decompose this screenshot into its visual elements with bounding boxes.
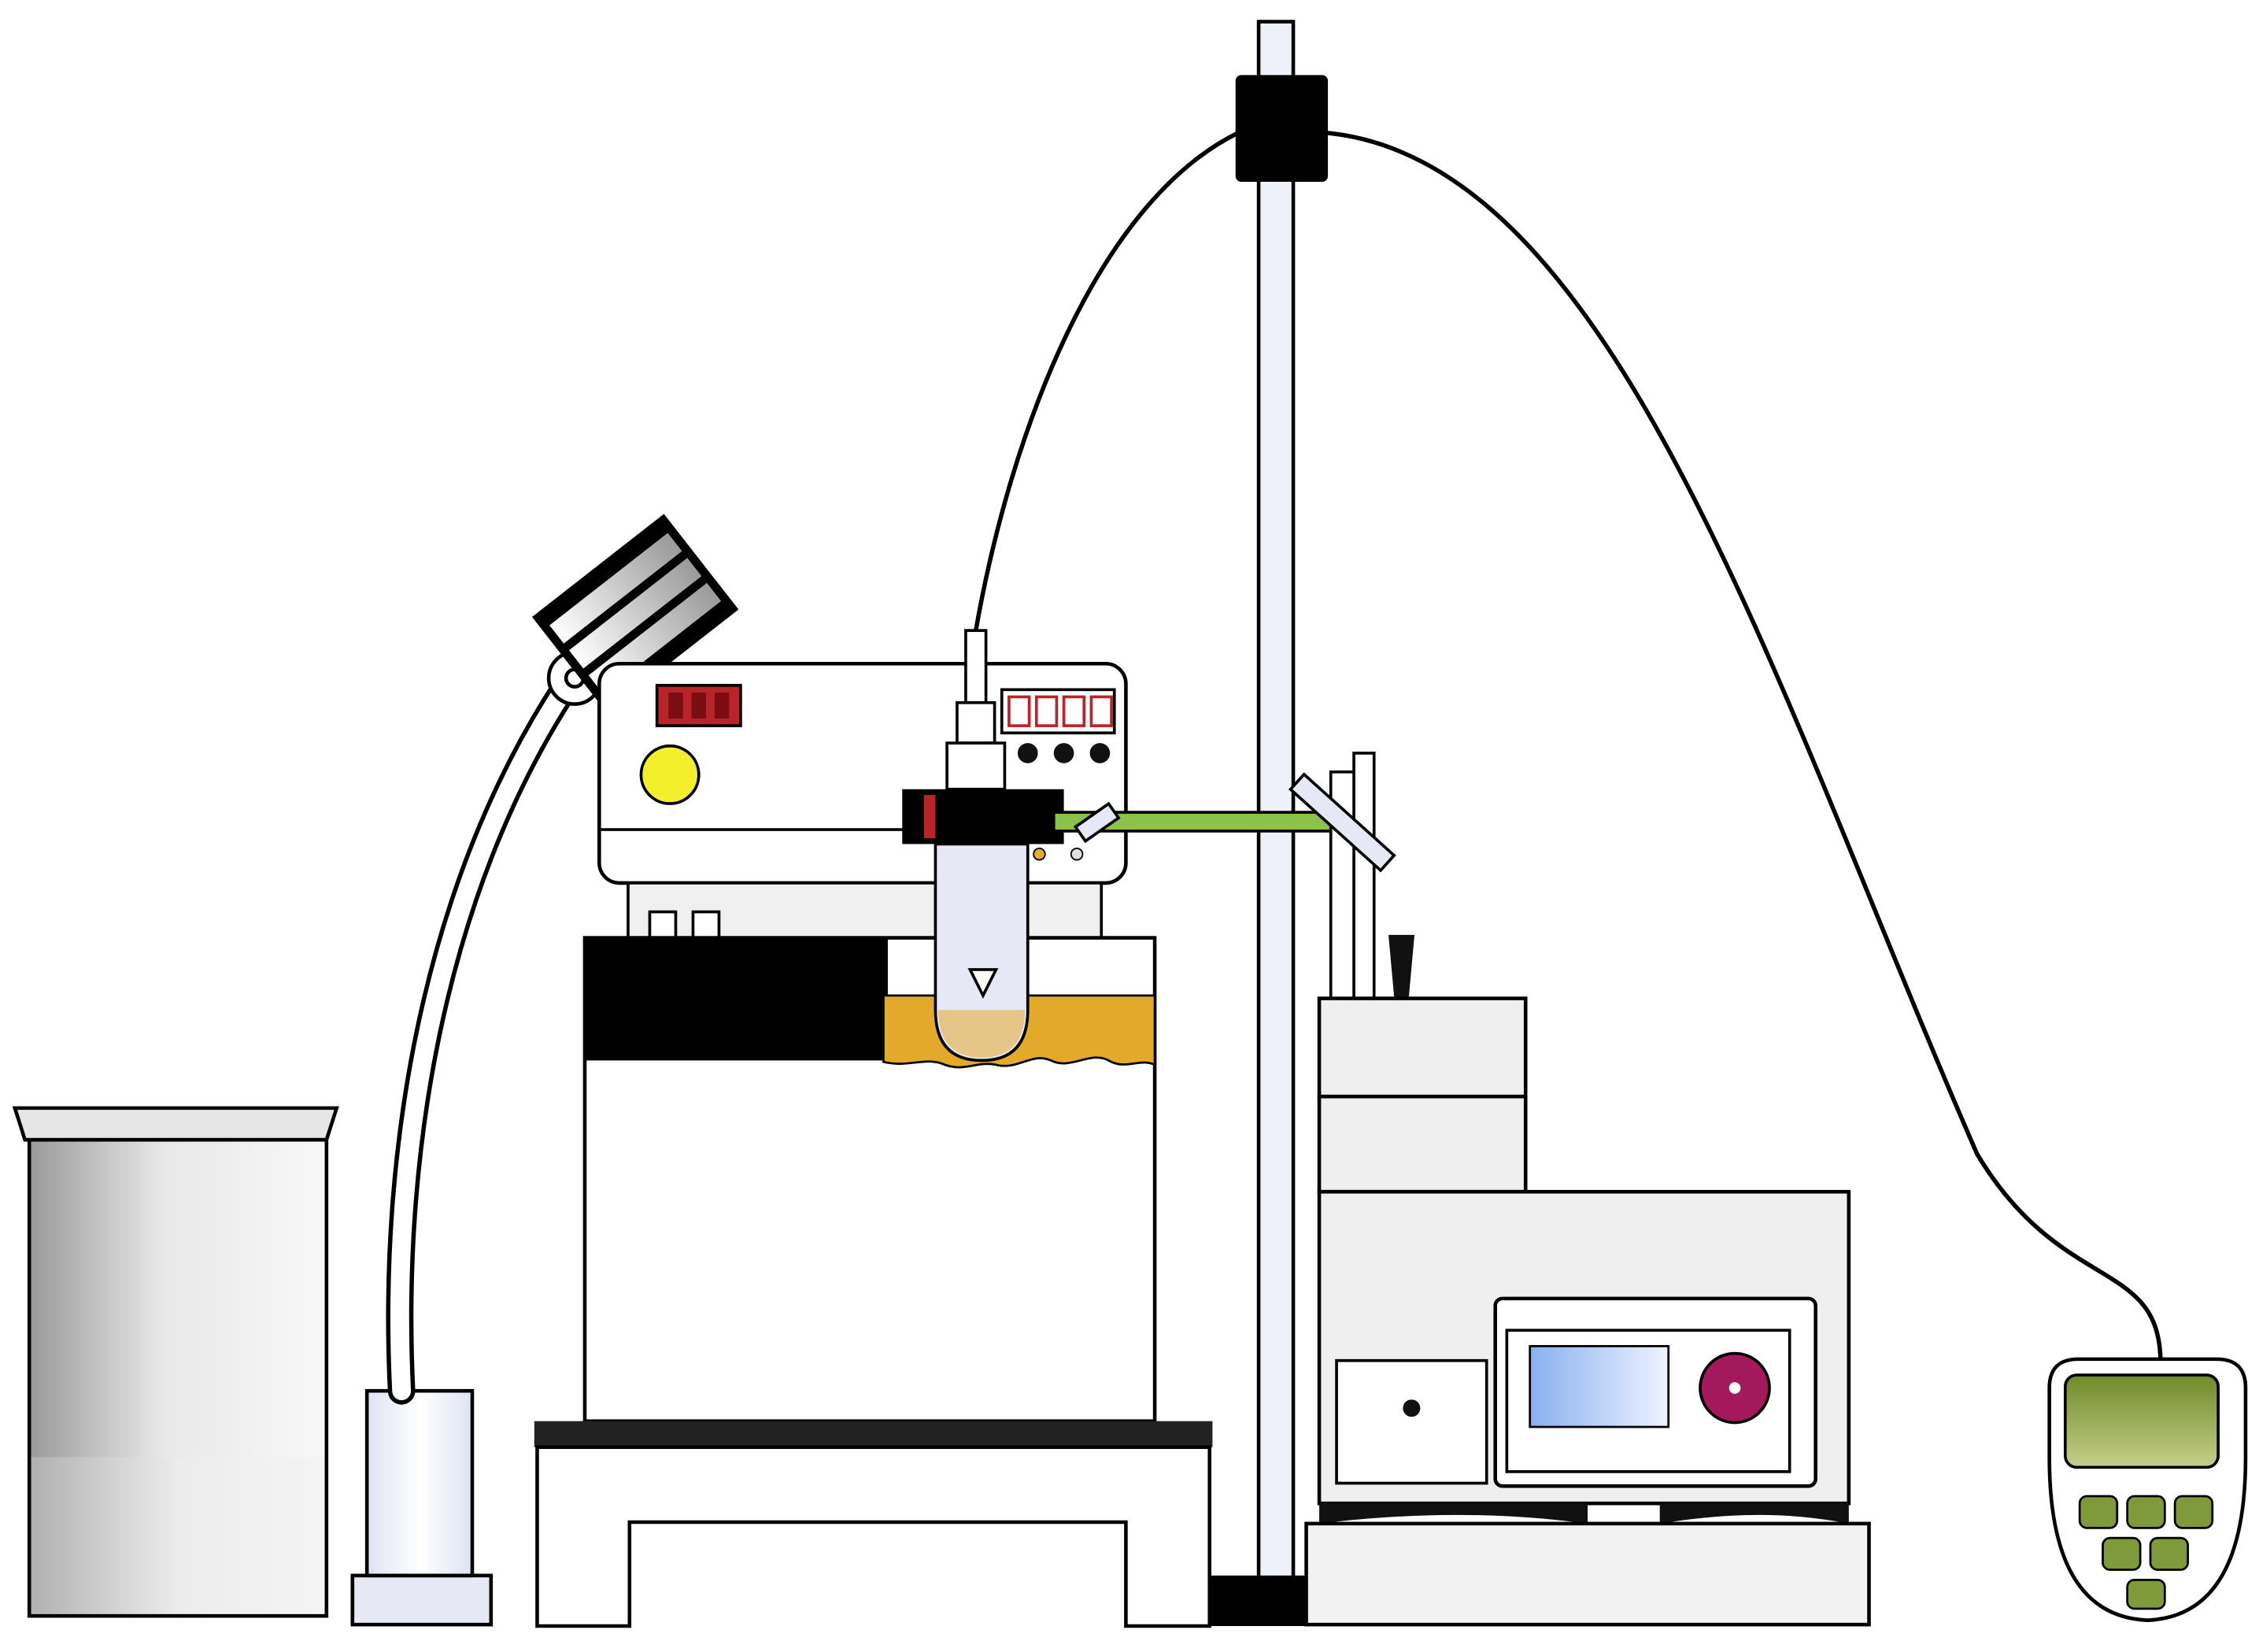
clamp-arm (1052, 752, 1415, 1004)
control-knob-3 (1089, 743, 1111, 763)
meter-keypad (2078, 1495, 2214, 1610)
indicator-light (639, 744, 701, 805)
support-stand (1205, 20, 1329, 1627)
stand-base (1205, 1575, 1307, 1627)
pump-port (1403, 1399, 1421, 1417)
pump-unit (1304, 996, 1871, 1627)
meter-cable (1325, 130, 2163, 1371)
stand-clamp (1235, 75, 1329, 182)
reaction-vessel (902, 629, 1064, 1063)
digital-readout (1000, 688, 1116, 735)
beaker (12, 1106, 339, 1618)
probe-cable (974, 131, 1240, 631)
pump-base (1304, 1521, 1871, 1627)
pump-screen (1529, 1344, 1670, 1428)
heating-bath (582, 936, 1157, 1423)
lab-jack (534, 1421, 1213, 1628)
control-knob-1 (1017, 743, 1038, 763)
meter-screen (2063, 1373, 2220, 1469)
control-unit-red-display (655, 683, 742, 727)
handheld-meter (2047, 1357, 2248, 1622)
probe-tip (1388, 934, 1415, 999)
stir-bar-icon (967, 968, 999, 999)
control-knob-2 (1053, 743, 1074, 763)
